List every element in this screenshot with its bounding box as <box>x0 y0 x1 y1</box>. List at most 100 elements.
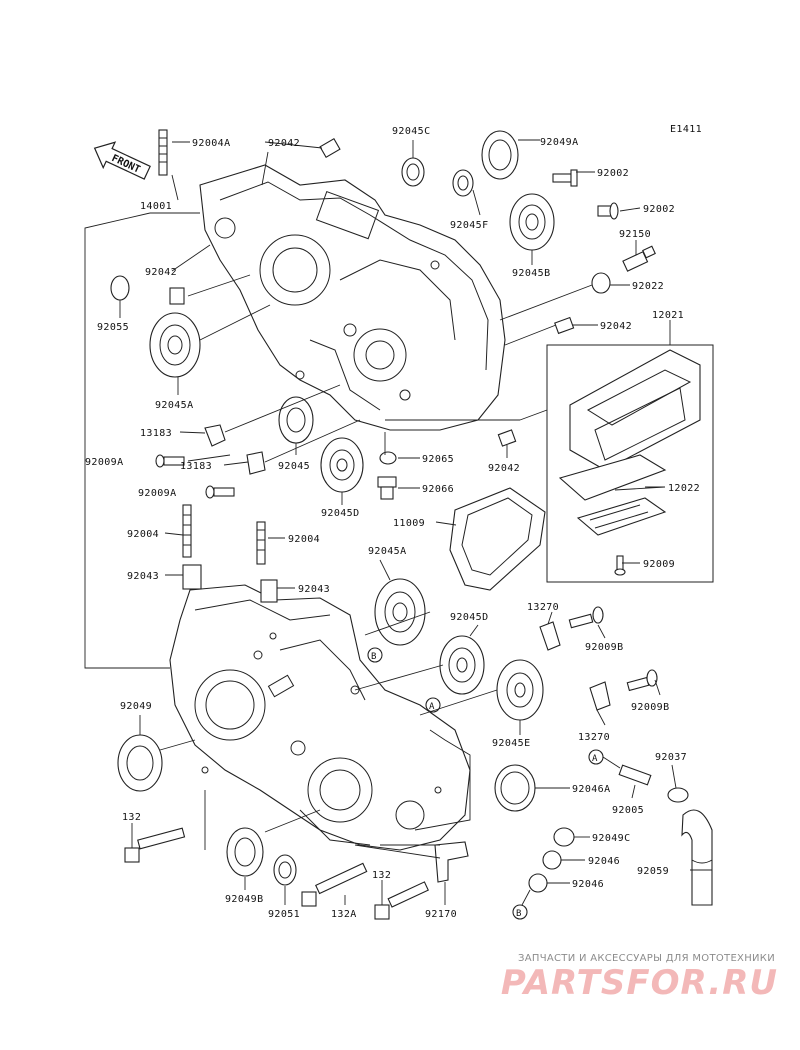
stud-92004-b <box>256 521 266 565</box>
bolt-132A <box>301 862 368 907</box>
ref-circle-b-lower: B <box>512 904 528 920</box>
oil-seal-92049B <box>226 827 264 877</box>
label-92009A-b: 92009A <box>138 488 177 499</box>
label-92059: 92059 <box>637 866 669 877</box>
label-92009B-a: 92009B <box>585 642 624 653</box>
label-92043-a: 92043 <box>127 571 159 582</box>
label-92045C: 92045C <box>392 126 431 137</box>
label-92065: 92065 <box>422 454 454 465</box>
bolt-92002-a <box>552 169 578 187</box>
oil-seal-92049 <box>117 734 163 792</box>
watermark-logo: PARTSFOR.RU <box>500 963 778 1003</box>
dowel-92042-mid <box>497 429 517 447</box>
front-arrow-icon: FRONT <box>93 141 151 180</box>
screw-92009A-a <box>155 454 185 468</box>
label-12021: 12021 <box>652 310 684 321</box>
label-92066: 92066 <box>422 484 454 495</box>
watermark-tagline: ЗАПЧАСТИ И АКСЕССУАРЫ ДЛЯ МОТОТЕХНИКИ <box>518 953 775 964</box>
bearing-92045 <box>278 396 314 444</box>
label-92150: 92150 <box>619 229 651 240</box>
lower-crankcase <box>169 584 471 851</box>
washer-92022 <box>591 272 611 294</box>
ref-circle-b-upper: B <box>367 647 383 663</box>
bolt-132-a <box>124 827 186 863</box>
label-92005: 92005 <box>612 805 644 816</box>
washer-92065 <box>379 451 397 465</box>
label-92002-a: 92002 <box>597 168 629 179</box>
screw-92009A-b <box>205 485 235 499</box>
label-92046A: 92046A <box>572 784 611 795</box>
plate-13183-a <box>204 424 226 447</box>
label-11009: 11009 <box>393 518 425 529</box>
label-92045D-a: 92045D <box>321 508 360 519</box>
label-92004A: 92004A <box>192 138 231 149</box>
fitting-92150 <box>622 245 656 272</box>
label-92004-a: 92004 <box>127 529 159 540</box>
plate-13270-a <box>539 621 561 651</box>
reed-valve-box <box>546 344 714 583</box>
svg-text:A: A <box>429 702 435 712</box>
dowel-92042-right <box>554 316 575 335</box>
label-92045A-b: 92045A <box>368 546 407 557</box>
ref-circle-a-upper: A <box>425 697 441 713</box>
fitting-92005 <box>618 764 652 786</box>
dowel-92042-top <box>319 138 341 158</box>
clamp-92037 <box>667 787 689 803</box>
label-92042-mid: 92042 <box>488 463 520 474</box>
screw-92009B-b <box>626 669 658 692</box>
label-92002-b: 92002 <box>643 204 675 215</box>
label-92049B: 92049B <box>225 894 264 905</box>
screw-92009 <box>614 555 626 576</box>
oil-seal-92049C <box>553 827 575 847</box>
label-13270-b: 13270 <box>578 732 610 743</box>
upper-crankcase <box>199 164 506 431</box>
bracket-92170 <box>434 841 469 883</box>
label-92045F: 92045F <box>450 220 489 231</box>
oil-seal-92051 <box>273 854 297 886</box>
label-92049A: 92049A <box>540 137 579 148</box>
label-92046-b: 92046 <box>572 879 604 890</box>
label-92042-top: 92042 <box>268 138 300 149</box>
label-92037: 92037 <box>655 752 687 763</box>
label-92046-a: 92046 <box>588 856 620 867</box>
stud-92004-a <box>182 504 192 558</box>
label-92049: 92049 <box>120 701 152 712</box>
bearing-92045A-lower <box>374 578 426 646</box>
bearing-92045E <box>496 659 544 721</box>
label-92009A-a: 92009A <box>85 457 124 468</box>
plate-13183-b <box>246 451 266 475</box>
label-92055: 92055 <box>97 322 129 333</box>
bolt-92002-b <box>597 202 619 220</box>
collar-92046-b <box>528 873 548 893</box>
ref-circle-a-lower: A <box>588 749 604 765</box>
svg-text:A: A <box>592 754 598 764</box>
bolt-132-b <box>374 881 429 920</box>
label-132-b: 132 <box>372 870 391 881</box>
label-92009B-b: 92009B <box>631 702 670 713</box>
label-12022: 12022 <box>668 483 700 494</box>
label-13183-a: 13183 <box>140 428 172 439</box>
label-92042-left: 92042 <box>145 267 177 278</box>
label-132A: 132A <box>331 909 357 920</box>
stud-92004A <box>158 129 168 176</box>
bearing-92045A <box>149 312 201 378</box>
label-13183-b: 13183 <box>180 461 212 472</box>
svg-text:B: B <box>371 652 376 662</box>
drain-plug-92066 <box>377 476 397 500</box>
label-14001: 14001 <box>140 201 172 212</box>
svg-text:B: B <box>516 909 521 919</box>
o-ring-92055 <box>110 275 130 301</box>
dowel-92042-left <box>169 287 185 305</box>
diagram-code: E1411 <box>670 124 702 135</box>
bearing-92045D <box>320 437 364 493</box>
label-92009: 92009 <box>643 559 675 570</box>
collar-92046-a <box>542 850 562 870</box>
bracket-14001 <box>84 212 170 669</box>
collar-92046A <box>494 764 536 812</box>
label-92022: 92022 <box>632 281 664 292</box>
label-92051: 92051 <box>268 909 300 920</box>
label-92170: 92170 <box>425 909 457 920</box>
hose-92059 <box>681 809 713 906</box>
label-92045A: 92045A <box>155 400 194 411</box>
plate-13270-b <box>589 681 611 711</box>
